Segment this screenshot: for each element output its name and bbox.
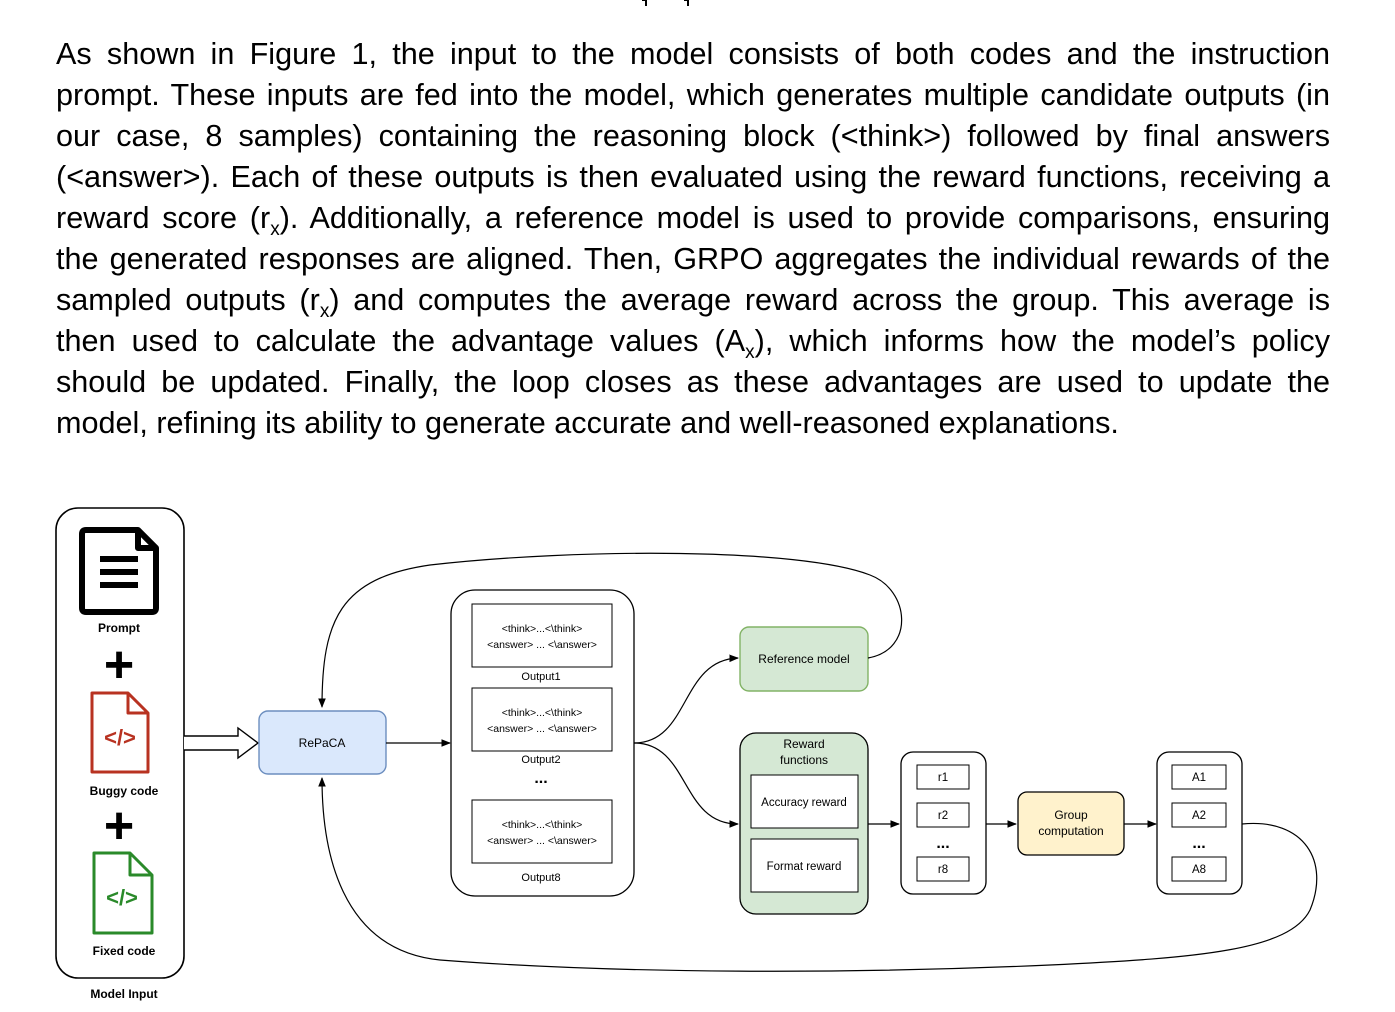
arrow-outputs-to-reference bbox=[633, 654, 739, 744]
advantage-a1 bbox=[1171, 764, 1227, 790]
outputs-ellipsis: ... bbox=[534, 770, 547, 787]
output-2-think: <think>...<\think> bbox=[502, 707, 583, 719]
reward-functions-box: Reward functions Accuracy reward Format … bbox=[739, 732, 869, 915]
reward-r8 bbox=[916, 856, 970, 882]
repaca-box: RePaCA bbox=[258, 710, 387, 775]
format-reward-label: Format reward bbox=[767, 861, 842, 873]
output-1: <think>...<\think> <answer> ... <\answer… bbox=[471, 603, 613, 683]
subscript-x-3: x bbox=[745, 342, 755, 364]
buggy-code-file-icon: </> bbox=[90, 691, 150, 774]
output-1-label: Output1 bbox=[521, 671, 560, 683]
format-reward-box bbox=[750, 838, 859, 893]
model-input-panel: Prompt + </> Buggy code + </> Fixed code bbox=[55, 507, 185, 979]
output-1-answer: <answer> ... <\answer> bbox=[487, 639, 597, 651]
output-8-answer: <answer> ... <\answer> bbox=[487, 835, 597, 847]
paragraph-part-3: ) and computes the average reward across… bbox=[56, 283, 1330, 358]
reward-r2-text: r2 bbox=[938, 810, 948, 822]
fixed-code-glyph: </> bbox=[106, 885, 138, 910]
reward-r1 bbox=[916, 764, 970, 790]
reward-functions-title-1: Reward bbox=[783, 737, 824, 751]
subscript-x-2: x bbox=[319, 301, 330, 323]
plus-icon-2: + bbox=[104, 797, 134, 855]
body-paragraph: As shown in Figure 1, the input to the m… bbox=[56, 34, 1330, 444]
reward-functions-title-2: functions bbox=[780, 753, 828, 767]
outputs-container: <think>...<\think> <answer> ... <\answer… bbox=[450, 589, 635, 897]
buggy-code-label: Buggy code bbox=[90, 784, 159, 798]
advantages-container: ... bbox=[1156, 751, 1243, 895]
accuracy-reward-label: Accuracy reward bbox=[761, 797, 847, 809]
reward-r2 bbox=[916, 802, 970, 828]
reward-r1-text: r1 bbox=[938, 772, 948, 784]
fixed-code-file-icon: </> bbox=[92, 851, 154, 935]
rewards-ellipsis: ... bbox=[936, 835, 949, 852]
group-computation-line2: computation bbox=[1038, 824, 1103, 838]
output-2-label: Output2 bbox=[521, 754, 560, 766]
input-hollow-arrow bbox=[184, 726, 260, 760]
paragraph-part-2: ). Additionally, a reference model is us… bbox=[56, 201, 1330, 317]
buggy-code-glyph: </> bbox=[104, 725, 136, 750]
repaca-label: RePaCA bbox=[299, 736, 346, 750]
group-computation-line1: Group bbox=[1054, 808, 1088, 822]
plus-icon: + bbox=[104, 636, 134, 694]
output-8-label: Output8 bbox=[521, 872, 560, 884]
arrow-advantages-to-repaca bbox=[318, 777, 1318, 972]
output-2: <think>...<\think> <answer> ... <\answer… bbox=[471, 687, 613, 766]
fixed-code-label: Fixed code bbox=[93, 944, 156, 958]
model-input-caption: Model Input bbox=[90, 987, 157, 1001]
advantages-ellipsis: ... bbox=[1192, 835, 1205, 852]
advantage-a8 bbox=[1171, 856, 1227, 882]
arrow-outputs-to-reward bbox=[633, 742, 739, 828]
top-partial-bracket bbox=[642, 0, 689, 6]
subscript-x-1: x bbox=[270, 219, 280, 241]
arrow-reference-to-repaca bbox=[318, 552, 903, 708]
accuracy-reward-box bbox=[750, 774, 859, 829]
prompt-document-icon bbox=[79, 527, 159, 615]
rewards-container: ... bbox=[900, 751, 987, 895]
output-1-think: <think>...<\think> bbox=[502, 623, 583, 635]
reference-model-box: Reference model bbox=[739, 626, 869, 692]
advantage-a8-text: A8 bbox=[1192, 864, 1206, 876]
reference-model-label: Reference model bbox=[758, 652, 849, 666]
paragraph-part-4: ), which informs how the model’s policy … bbox=[56, 324, 1330, 440]
output-8: <think>...<\think> <answer> ... <\answer… bbox=[471, 799, 613, 884]
reward-r8-text: r8 bbox=[938, 864, 948, 876]
paragraph-part-1: As shown in Figure 1, the input to the m… bbox=[56, 37, 1330, 235]
advantage-a2-text: A2 bbox=[1192, 810, 1206, 822]
output-8-think: <think>...<\think> bbox=[502, 819, 583, 831]
prompt-label: Prompt bbox=[98, 621, 140, 635]
advantage-a2 bbox=[1171, 802, 1227, 828]
group-computation-box: Group computation bbox=[1017, 791, 1125, 856]
advantage-a1-text: A1 bbox=[1192, 772, 1206, 784]
output-2-answer: <answer> ... <\answer> bbox=[487, 723, 597, 735]
